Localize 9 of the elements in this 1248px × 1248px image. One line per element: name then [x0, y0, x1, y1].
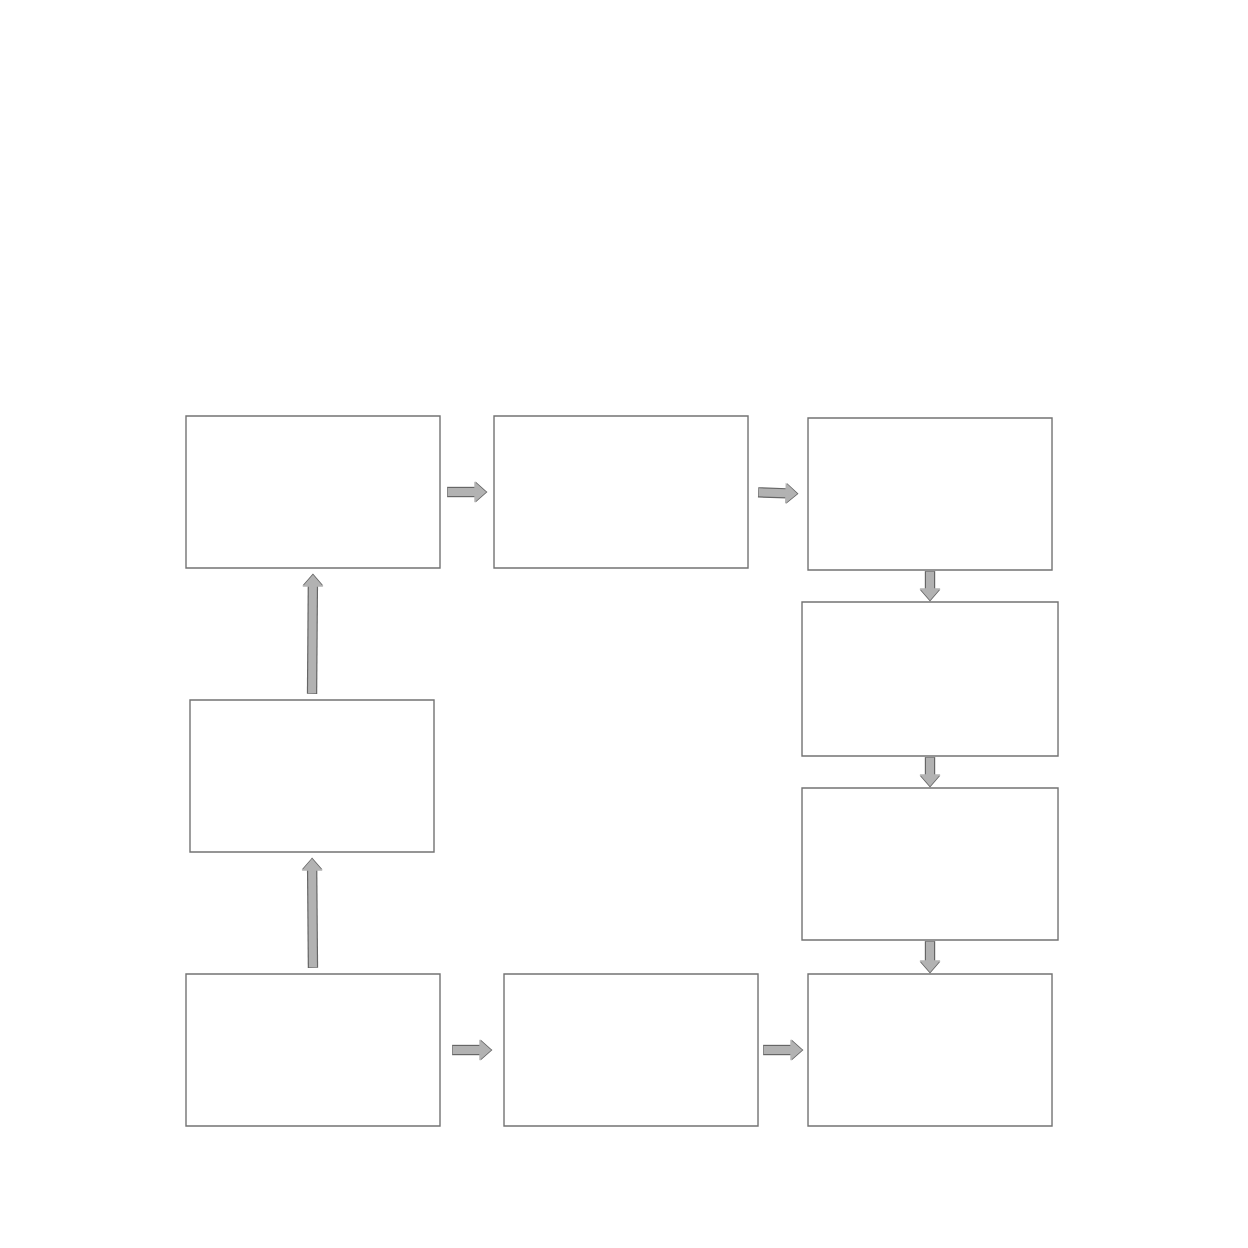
process-box	[807, 973, 1053, 1127]
process-box	[185, 415, 441, 569]
process-box	[185, 973, 441, 1127]
process-box	[503, 973, 759, 1127]
process-box	[801, 787, 1059, 941]
process-box	[801, 601, 1059, 757]
process-box	[493, 415, 749, 569]
process-box	[189, 699, 435, 853]
process-box	[807, 417, 1053, 571]
